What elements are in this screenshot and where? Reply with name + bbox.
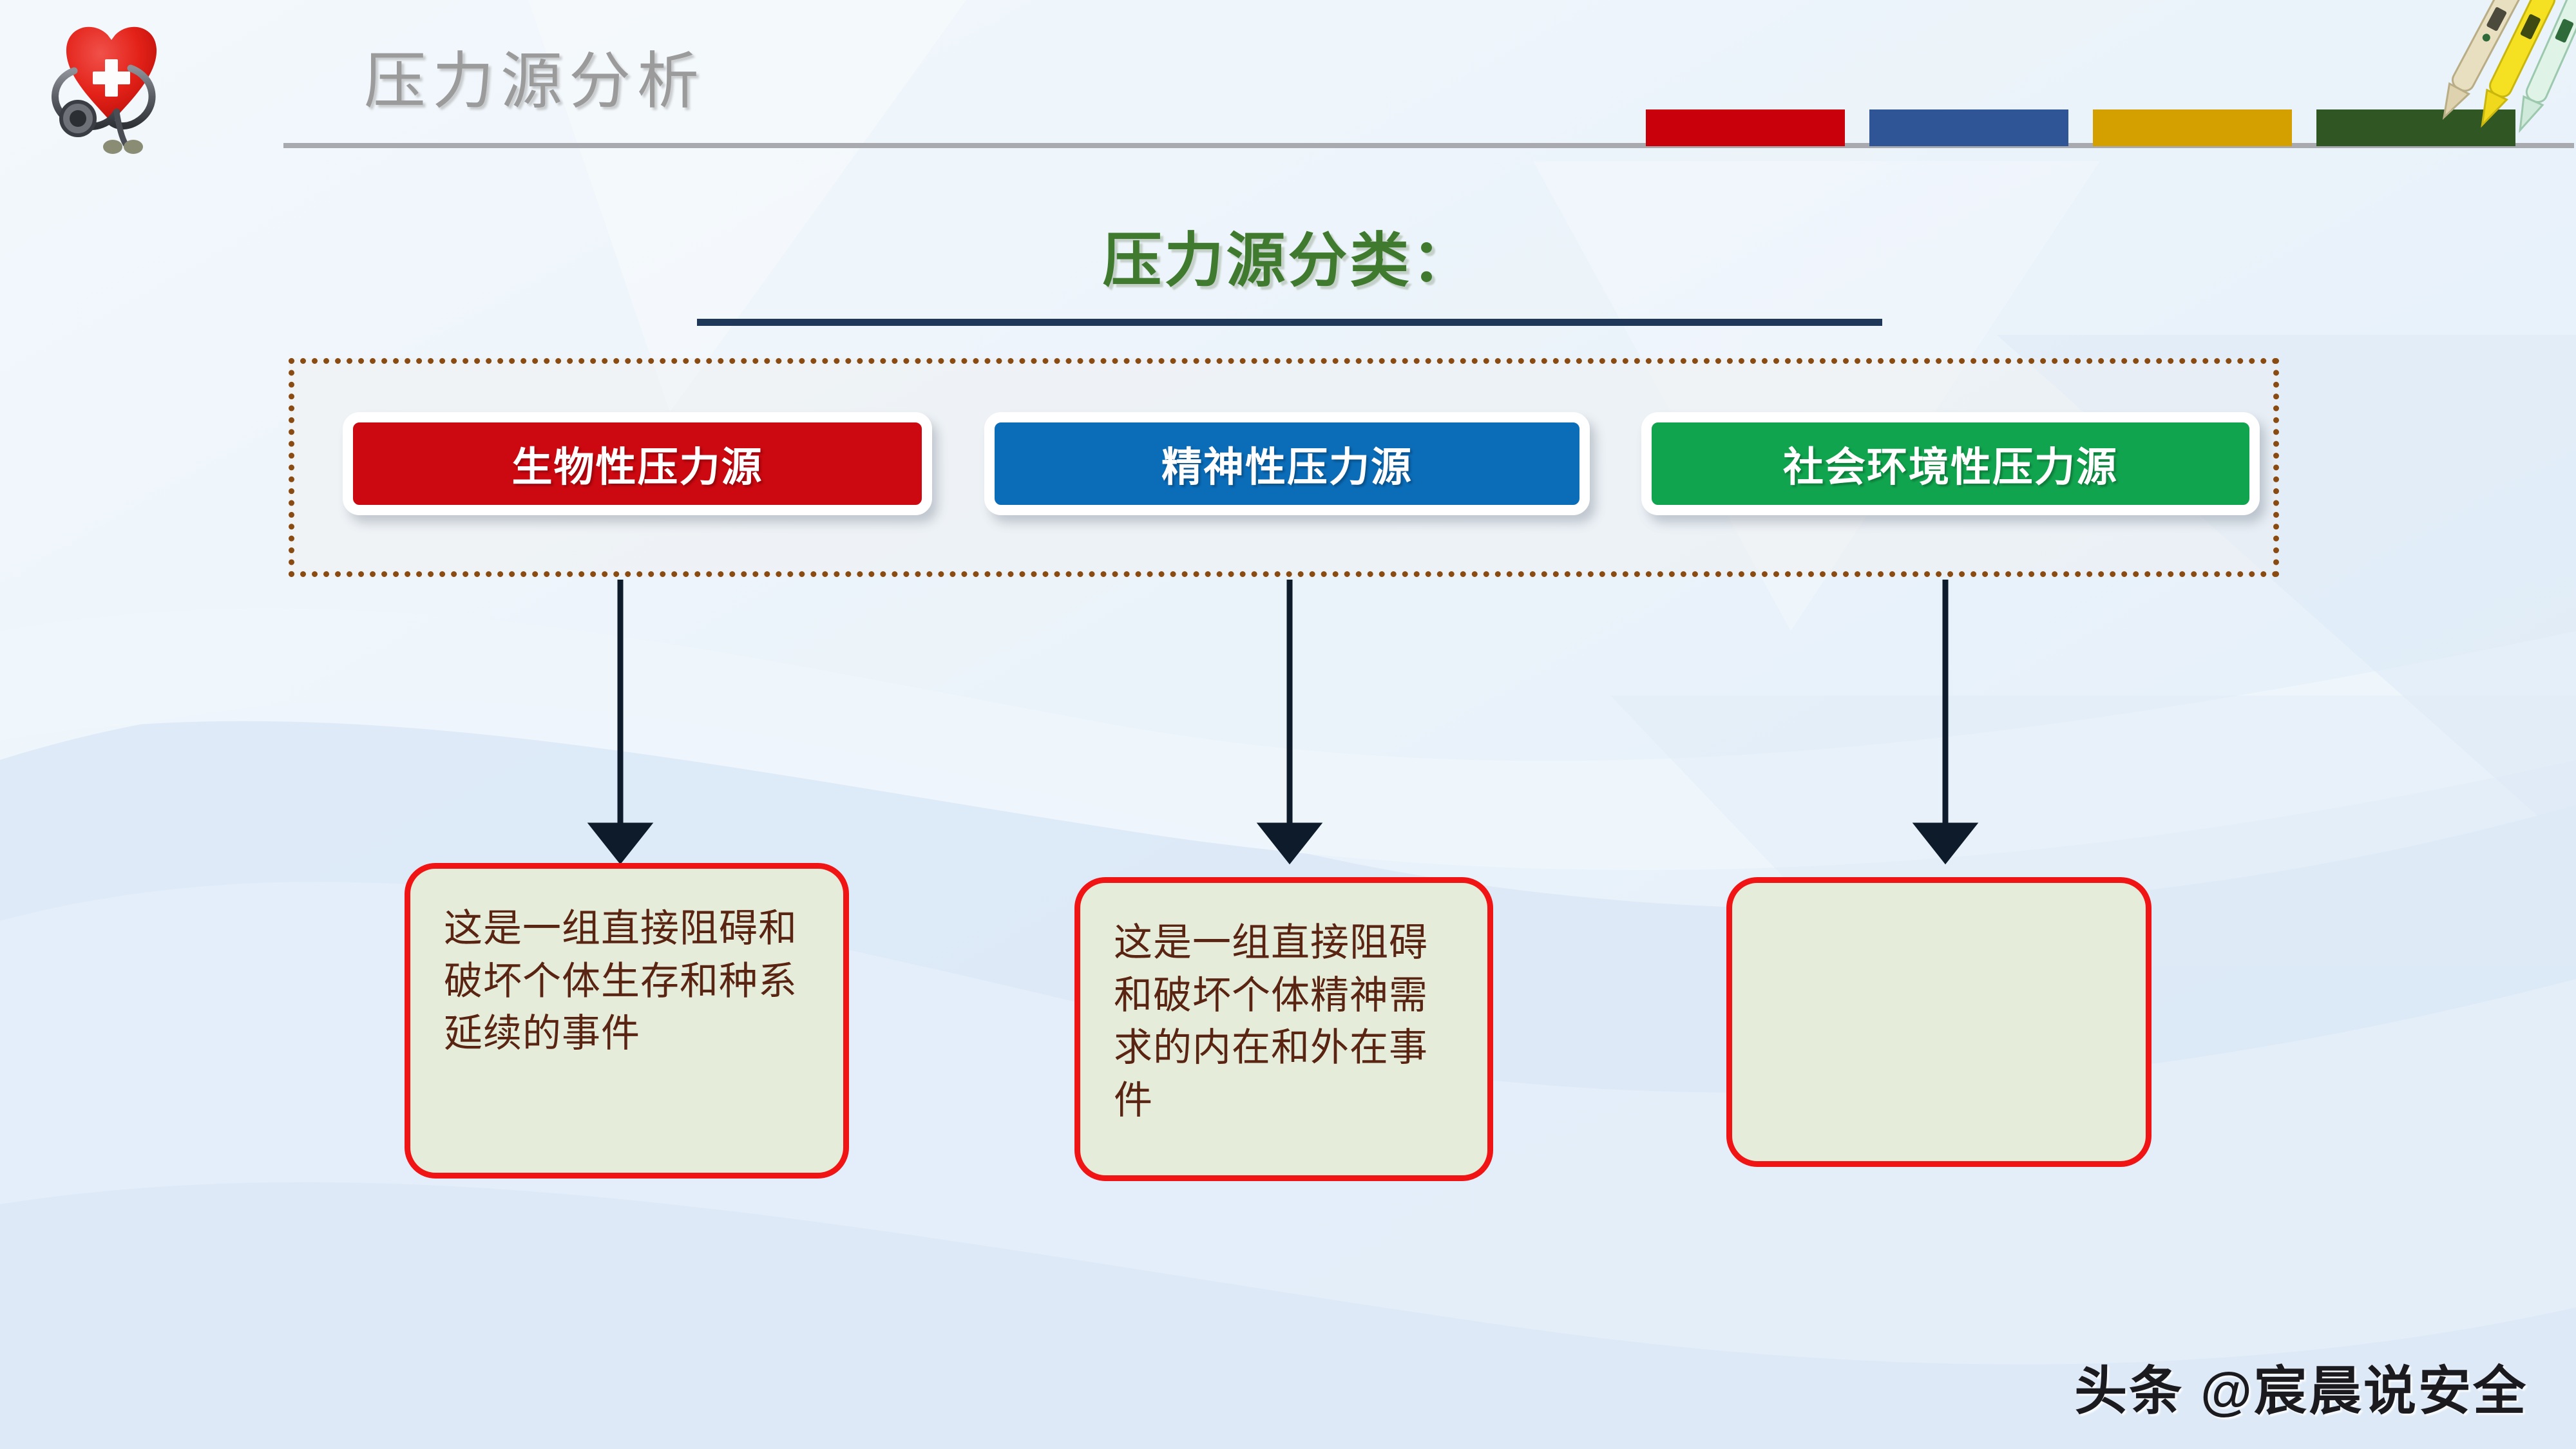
description-card-social-environment [1726,877,2151,1167]
description-card-text: 这是一组直接阻碍和破坏个体生存和种系延续的事件 [444,907,797,1056]
header-color-bar-green [2316,109,2515,146]
slide-header: 压力源分析 [0,0,2576,155]
heart-stethoscope-icon [52,26,157,154]
down-arrow-icon-head-2 [1256,822,1323,865]
header-divider [283,143,2574,148]
category-chip-biological[interactable]: 生物性压力源 [343,412,932,515]
down-arrow-icon-head-3 [1912,822,1979,865]
category-chip-label: 精神性压力源 [1161,444,1413,490]
down-arrow-icon-head-1 [587,822,654,865]
description-card-biological: 这是一组直接阻碍和破坏个体生存和种系延续的事件 [405,863,849,1179]
header-color-bar-red [1646,109,1845,146]
section-heading-text: 压力源分类： [1102,228,1474,294]
header-color-bar-blue [1869,109,2068,146]
description-card-text: 这是一组直接阻碍和破坏个体精神需求的内在和外在事件 [1114,921,1428,1122]
category-chip-label: 社会环境性压力源 [1783,444,2118,490]
thermometer-icon [2442,0,2576,133]
category-chip-mental[interactable]: 精神性压力源 [984,412,1590,515]
header-color-bars [1646,109,2515,146]
section-heading: 压力源分类： [0,213,2576,298]
description-card-mental: 这是一组直接阻碍和破坏个体精神需求的内在和外在事件 [1074,877,1493,1181]
category-chip-label: 生物性压力源 [511,444,763,490]
watermark: 头条 @宸晨说安全 [2074,1362,2528,1421]
page-title: 压力源分析 [364,47,705,116]
category-chip-row: 生物性压力源 精神性压力源 社会环境性压力源 [289,412,2279,528]
section-heading-underline [697,319,1882,326]
category-chip-social-environment[interactable]: 社会环境性压力源 [1641,412,2260,515]
header-color-bar-gold [2093,109,2292,146]
